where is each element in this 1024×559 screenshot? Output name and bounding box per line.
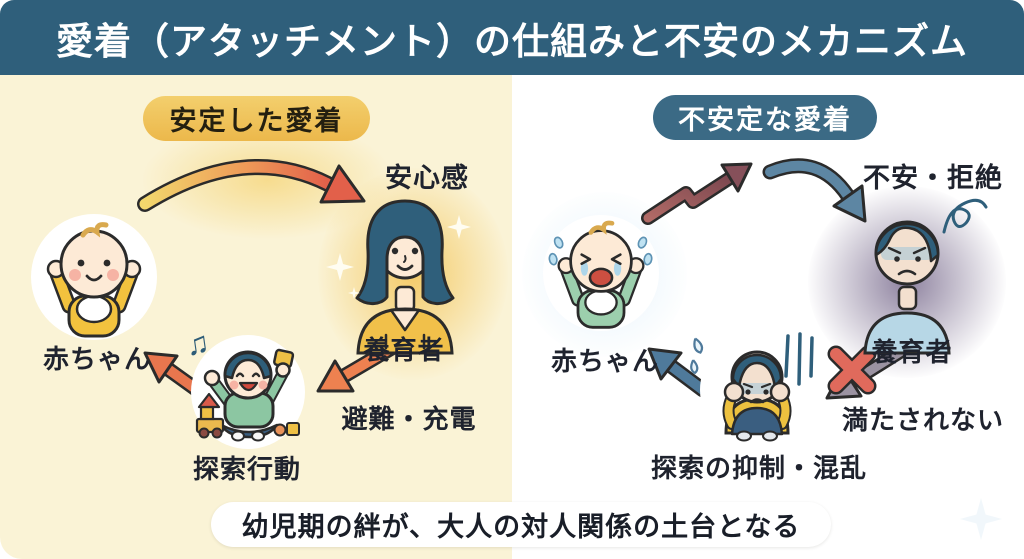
secure-badge: 安定した愛着 — [143, 96, 370, 141]
scribble-icon — [942, 198, 988, 234]
sparkle-icon — [348, 287, 360, 299]
crying-baby-illustration — [548, 220, 653, 329]
security-label: 安心感 — [385, 163, 469, 193]
secure-badge-label: 安定した愛着 — [169, 106, 344, 136]
refuge-label: 避難・充電 — [341, 404, 477, 434]
footer-message: 幼児期の絆が、大人の対人関係の土台となる — [241, 512, 801, 542]
left-caregiver-label: 養育者 — [363, 335, 445, 365]
x-mark-icon — [827, 345, 877, 395]
unmet-label: 満たされない — [841, 405, 1005, 435]
exploration-label: 探索行動 — [192, 454, 302, 484]
distressed-child-circle — [700, 333, 814, 447]
happy-baby-illustration — [46, 222, 142, 338]
playing-child-circle — [191, 335, 305, 449]
gloom-lines-icon — [784, 332, 814, 386]
happy-baby-circle — [31, 214, 157, 340]
sparkle-icon — [960, 498, 1002, 540]
sweat-drops-icon — [690, 337, 704, 375]
right-baby-label: 赤ちゃん — [550, 346, 660, 376]
crying-baby-circle — [543, 215, 659, 331]
left-baby-label: 赤ちゃん — [42, 344, 152, 374]
page-title: 愛着（アタッチメント）の仕組みと不安のメカニズム — [56, 20, 968, 62]
sparkle-icon — [326, 253, 354, 281]
footer-banner: 幼児期の絆が、大人の対人関係の土台となる — [211, 502, 831, 547]
music-note-icon: ♫ — [183, 324, 212, 363]
anxiety-label: 不安・拒絶 — [863, 163, 1003, 193]
playing-child-illustration — [195, 348, 300, 442]
insecure-badge-label: 不安定な愛着 — [678, 105, 852, 135]
right-caregiver-label: 養育者 — [871, 337, 953, 367]
header-bar: 愛着（アタッチメント）の仕組みと不安のメカニズム — [0, 0, 1024, 75]
distressed-child-illustration — [722, 350, 792, 442]
sparkle-icon — [447, 215, 471, 239]
inhibition-label: 探索の抑制・混乱 — [650, 453, 868, 483]
insecure-badge: 不安定な愛着 — [653, 95, 877, 140]
